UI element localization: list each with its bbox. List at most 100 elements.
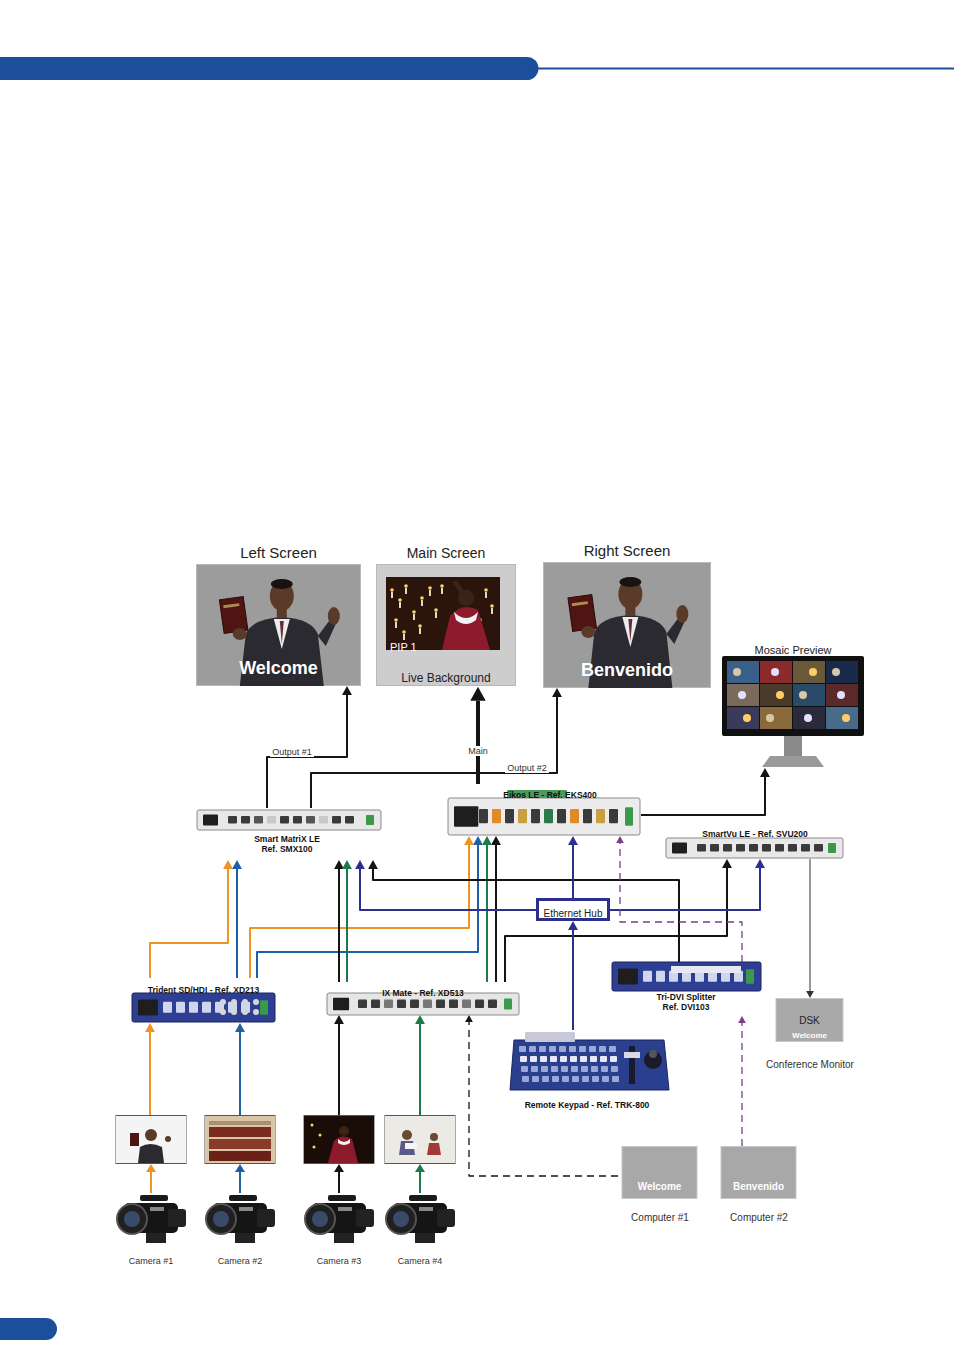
- camera: Camera #3: [298, 1115, 380, 1267]
- drawing-part: [448, 798, 640, 835]
- video-processor: Eikos LE - Ref. EKS400: [447, 784, 641, 836]
- drawing-part: [454, 806, 478, 827]
- drawing-part: [328, 607, 340, 625]
- node-label: Camera #4: [398, 1256, 443, 1266]
- drawing-part: [209, 1151, 271, 1161]
- drawing-part: [454, 612, 478, 624]
- connector-line: [267, 695, 347, 808]
- drawing-part: [304, 1116, 374, 1163]
- drawing-part: [145, 1129, 157, 1141]
- arrow-head: [465, 1015, 473, 1022]
- signal-connector: [470, 687, 485, 784]
- drawing-part: [390, 588, 394, 592]
- drawing-part: [793, 661, 825, 683]
- projection-screen: Main ScreenPIP 1Live Background: [376, 540, 516, 687]
- drawing-part: [579, 1046, 586, 1052]
- connector-line: [419, 1024, 421, 1115]
- drawing-part: [491, 608, 493, 614]
- drawing-part: [619, 577, 641, 587]
- drawing-part: [581, 1066, 588, 1072]
- arrow-head: [755, 859, 765, 868]
- text-holder: Tri-DVI Splitter Ref. DVI103: [651, 993, 721, 1014]
- drawing-part: [568, 595, 596, 632]
- drawing-part: [624, 1052, 640, 1058]
- drawing-part: [366, 815, 374, 825]
- drawing-part: [771, 668, 779, 676]
- computer: BenvenidoComputer #2: [717, 1146, 801, 1225]
- drawing-part: [552, 1076, 559, 1082]
- drawing-part: [419, 628, 421, 634]
- drawing-part: [421, 600, 423, 606]
- preview-monitor-art: [722, 640, 864, 768]
- signal-connector: [355, 860, 536, 910]
- arrow-head: [568, 921, 578, 930]
- arrow-head: [482, 836, 492, 845]
- drawing-part: [386, 1204, 416, 1234]
- arrow-head: [616, 836, 624, 843]
- drawing-part: [280, 621, 284, 644]
- signal-connector: [250, 836, 474, 978]
- drawing-part: [775, 844, 784, 852]
- drawing-part: [590, 1056, 597, 1062]
- text-holder: Benvenido: [721, 1176, 796, 1194]
- connector-line: [476, 701, 480, 784]
- drawing-part: [581, 626, 595, 638]
- node-label: Welcome: [638, 1181, 682, 1193]
- drawing-part: [441, 588, 443, 594]
- drawing-part: [304, 1116, 374, 1164]
- drawing-part: [260, 1000, 268, 1015]
- drawing-part: [233, 628, 247, 640]
- multiviewer-art: [665, 822, 844, 859]
- drawing-part: [644, 1051, 662, 1069]
- drawing-part: [622, 1147, 697, 1199]
- drawing-part: [804, 714, 812, 722]
- drawing-part: [398, 598, 402, 602]
- drawing-part: [228, 816, 237, 824]
- drawing-part: [826, 684, 858, 706]
- drawing-part: [404, 584, 408, 588]
- drawing-part: [760, 684, 792, 706]
- drawing-part: [542, 1076, 549, 1082]
- connector-line: [257, 845, 478, 978]
- drawing-part: [428, 586, 432, 590]
- drawing-part: [572, 1076, 579, 1082]
- drawing-part: [138, 999, 158, 1015]
- drawing-part: [168, 1209, 186, 1227]
- drawing-part: [612, 1076, 619, 1082]
- node-label: Remote Keypad - Ref. TRK-800: [525, 1101, 650, 1111]
- connector-line: [495, 845, 497, 982]
- signal-connector: [232, 860, 242, 978]
- drawing-part: [313, 1146, 316, 1149]
- drawing-part: [793, 684, 825, 706]
- drawing-part: [571, 1066, 578, 1072]
- node-label: Eikos LE - Ref. EKS400: [503, 791, 597, 801]
- drawing-part: [205, 1116, 275, 1164]
- text-holder: Camera #3: [298, 1250, 380, 1268]
- drawing-part: [345, 816, 354, 824]
- drawing-part: [437, 1209, 455, 1227]
- drawing-part: [738, 691, 746, 699]
- drawing-part: [776, 999, 843, 1042]
- drawing-part: [589, 1046, 596, 1052]
- drawing-part: [386, 577, 500, 650]
- node-label: Welcome: [239, 658, 318, 679]
- drawing-part: [197, 810, 381, 830]
- arrow-head: [464, 836, 474, 845]
- drawing-part: [219, 597, 247, 634]
- drawing-part: [625, 807, 633, 826]
- drawing-part: [649, 1050, 657, 1058]
- drawing-part: [394, 618, 398, 622]
- drawing-part: [784, 736, 802, 756]
- connector-line: [338, 869, 340, 982]
- signal-connector: [145, 1023, 155, 1115]
- drawing-part: [697, 844, 706, 852]
- drawing-part: [254, 816, 263, 824]
- preview-monitor: Mosaic Preview: [722, 640, 864, 768]
- drawing-part: [384, 1000, 393, 1008]
- drawing-part: [609, 809, 618, 823]
- drawing-part: [580, 1056, 587, 1062]
- text-holder: Right Screen: [543, 542, 711, 560]
- drawing-part: [643, 971, 652, 982]
- drawing-part: [219, 597, 247, 634]
- text-holder: DSK: [776, 1010, 843, 1028]
